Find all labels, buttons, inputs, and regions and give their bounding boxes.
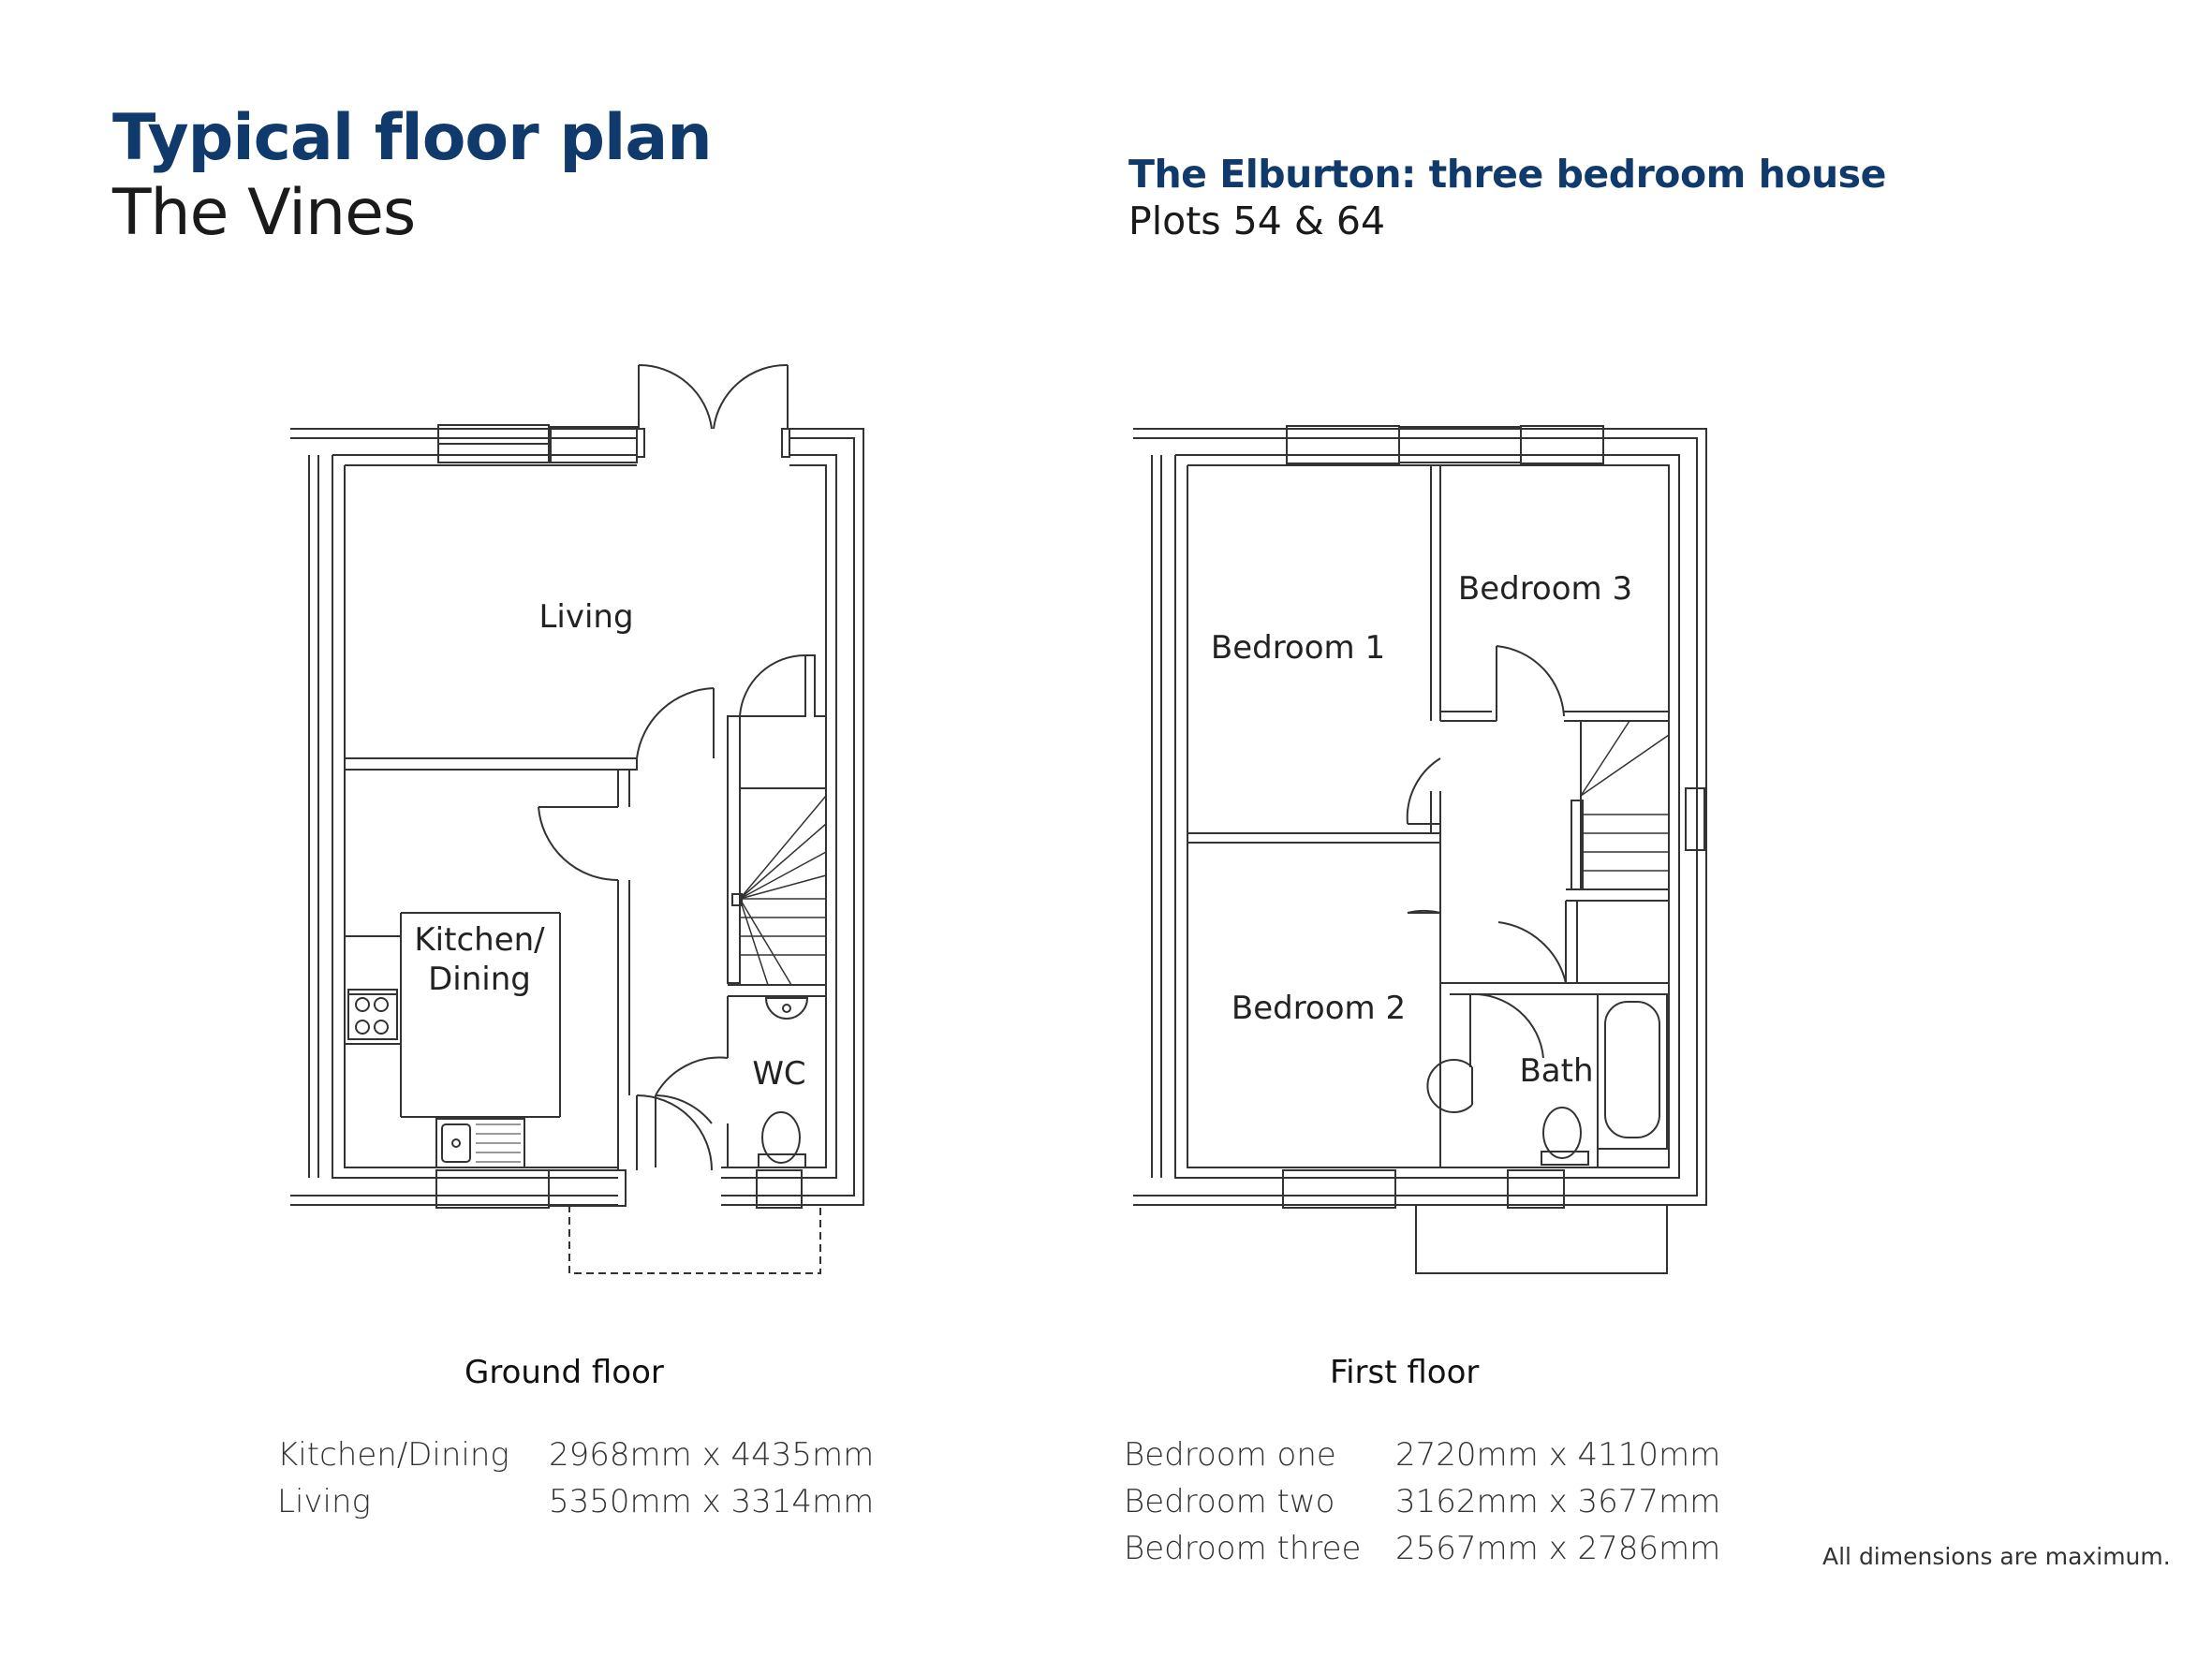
- room-label-kitchen: Kitchen/: [414, 921, 545, 959]
- gf-room-size-1: 2968mm x 4435mm: [549, 1436, 875, 1474]
- ground-floor-plan: [290, 363, 864, 1274]
- gf-room-name-1: Kitchen/Dining: [277, 1436, 509, 1474]
- ff-room-size-1: 2720mm x 4110mm: [1395, 1436, 1721, 1474]
- room-label-bedroom3: Bedroom 3: [1458, 570, 1632, 608]
- gf-room-size-2: 5350mm x 3314mm: [549, 1483, 875, 1520]
- room-label-bedroom2: Bedroom 2: [1231, 990, 1406, 1027]
- first-floor-title: First floor: [1330, 1354, 1480, 1391]
- room-label-living: Living: [538, 598, 633, 636]
- ff-room-name-3: Bedroom three: [1124, 1530, 1362, 1567]
- plot-numbers: Plots 54 & 64: [1128, 198, 1386, 243]
- room-label-bedroom1: Bedroom 1: [1211, 629, 1385, 667]
- ff-room-name-1: Bedroom one: [1124, 1436, 1336, 1474]
- first-floor-plan: [1133, 425, 1707, 1274]
- ground-floor-title: Ground floor: [465, 1354, 664, 1391]
- house-type: The Elburton: three bedroom house: [1128, 152, 1886, 197]
- room-label-bath: Bath: [1519, 1052, 1593, 1090]
- ff-room-size-3: 2567mm x 2786mm: [1395, 1530, 1721, 1567]
- ff-room-size-2: 3162mm x 3677mm: [1395, 1483, 1721, 1520]
- gf-room-name-2: Living: [277, 1483, 371, 1520]
- room-label-dining: Dining: [428, 961, 531, 998]
- page-title: Typical floor plan: [112, 101, 713, 175]
- room-label-wc: WC: [752, 1055, 805, 1093]
- ff-room-name-2: Bedroom two: [1124, 1483, 1335, 1520]
- development-name: The Vines: [112, 176, 416, 250]
- dimensions-footnote: All dimensions are maximum.: [1822, 1543, 2171, 1570]
